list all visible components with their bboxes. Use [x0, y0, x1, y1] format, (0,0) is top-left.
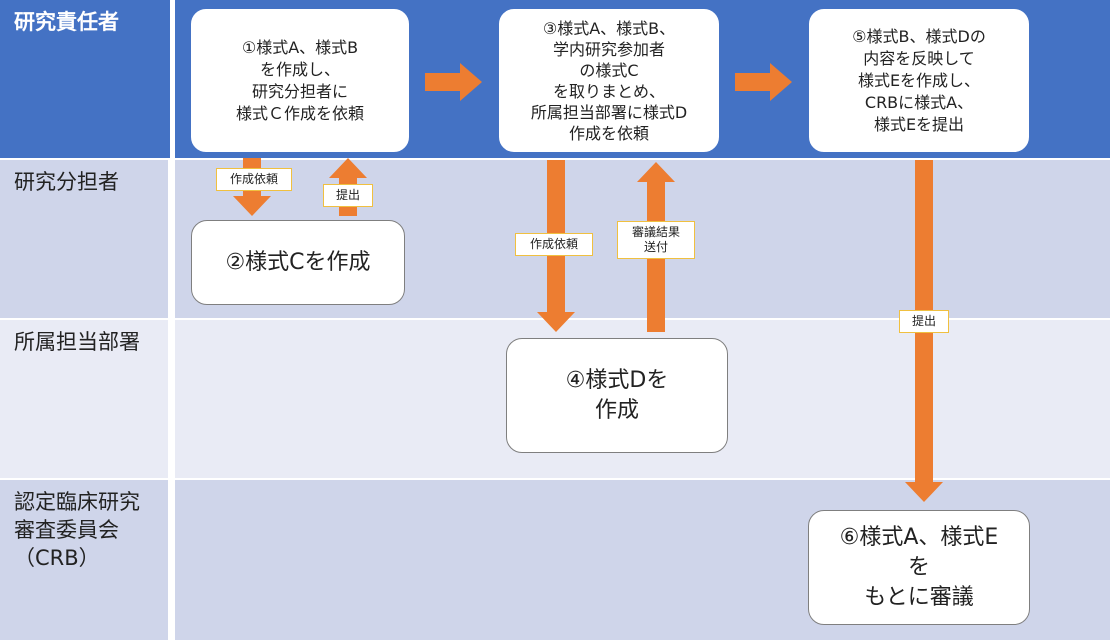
step6-box: ⑥様式A、様式E を もとに審議: [808, 510, 1030, 625]
lane-label-principal-investigator: 研究責任者: [0, 0, 168, 158]
arrow-label-send-result: 審議結果 送付: [617, 221, 695, 259]
arrow-label-submit-e: 提出: [899, 310, 949, 333]
lane-label-crb: 認定臨床研究 審査委員会 （CRB）: [0, 480, 168, 640]
step1-box: ①様式A、様式B を作成し、 研究分担者に 様式Ｃ作成を依頼: [190, 8, 410, 153]
arrow-label-submit-c: 提出: [323, 184, 373, 207]
arrow-step3-to-step5: [735, 63, 792, 101]
step4-box: ④様式Dを 作成: [506, 338, 728, 453]
lane-label-co-investigator: 研究分担者: [0, 160, 168, 318]
step2-box: ②様式Cを作成: [191, 220, 405, 305]
lane-divider: [170, 0, 175, 640]
arrow-label-request-c: 作成依頼: [216, 168, 292, 191]
lane-label-department: 所属担当部署: [0, 320, 168, 478]
arrow-label-request-d: 作成依頼: [515, 233, 593, 256]
arrow-step1-to-step3: [425, 63, 482, 101]
step3-box: ③様式A、様式B、 学内研究参加者 の様式C を取りまとめ、 所属担当部署に様式…: [498, 8, 720, 153]
step5-box: ⑤様式B、様式Dの 内容を反映して 様式Eを作成し、 CRBに様式A、 様式Eを…: [808, 8, 1030, 153]
